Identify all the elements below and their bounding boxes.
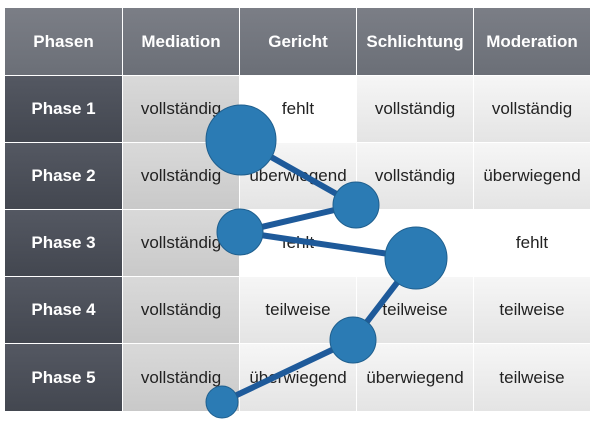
header-phasen: Phasen <box>5 8 123 76</box>
header-mediation: Mediation <box>123 8 240 76</box>
cell-phase2-moderation: überwiegend <box>474 143 591 210</box>
row-header-phase-4: Phase 4 <box>5 277 123 344</box>
cell-phase4-gericht: teilweise <box>240 277 357 344</box>
phases-table: Phasen Mediation Gericht Schlichtung Mod… <box>5 8 591 412</box>
cell-phase5-gericht: überwiegend <box>240 344 357 412</box>
row-header-phase-3: Phase 3 <box>5 210 123 277</box>
cell-phase1-gericht: fehlt <box>240 76 357 143</box>
cell-phase1-mediation: vollständig <box>123 76 240 143</box>
cell-phase3-gericht: fehlt <box>240 210 357 277</box>
row-header-phase-5: Phase 5 <box>5 344 123 412</box>
cell-phase4-mediation: vollständig <box>123 277 240 344</box>
header-gericht: Gericht <box>240 8 357 76</box>
cell-phase4-moderation: teilweise <box>474 277 591 344</box>
cell-phase2-mediation: vollständig <box>123 143 240 210</box>
cell-phase2-schlichtung: vollständig <box>357 143 474 210</box>
cell-phase5-schlichtung: überwiegend <box>357 344 474 412</box>
row-header-phase-2: Phase 2 <box>5 143 123 210</box>
row-header-phase-1: Phase 1 <box>5 76 123 143</box>
cell-phase3-schlichtung <box>357 210 474 277</box>
cell-phase1-moderation: vollständig <box>474 76 591 143</box>
header-schlichtung: Schlichtung <box>357 8 474 76</box>
cell-phase1-schlichtung: vollständig <box>357 76 474 143</box>
cell-phase3-mediation: vollständig <box>123 210 240 277</box>
cell-phase2-gericht: überwiegend <box>240 143 357 210</box>
cell-phase5-moderation: teilweise <box>474 344 591 412</box>
cell-phase5-mediation: vollständig <box>123 344 240 412</box>
header-moderation: Moderation <box>474 8 591 76</box>
cell-phase3-moderation: fehlt <box>474 210 591 277</box>
cell-phase4-schlichtung: teilweise <box>357 277 474 344</box>
